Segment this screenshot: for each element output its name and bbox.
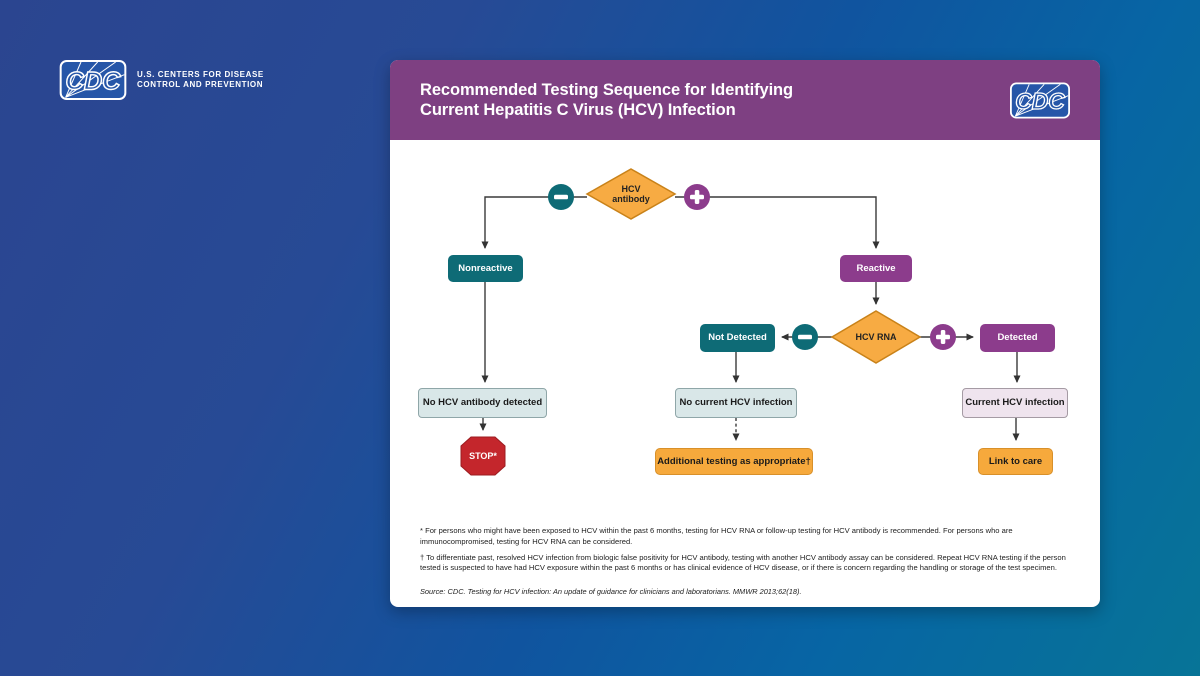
cdc-brand: CDC U.S. CENTERS FOR DISEASE CONTROL AND… bbox=[58, 60, 264, 100]
hcv-antibody-diamond bbox=[585, 168, 677, 220]
node-not-detected: Not Detected bbox=[700, 324, 775, 352]
page-title-line1: Recommended Testing Sequence for Identif… bbox=[420, 80, 794, 99]
infographic-card: Recommended Testing Sequence for Identif… bbox=[390, 60, 1100, 607]
hcv-rna-diamond bbox=[830, 310, 922, 364]
hcv-antibody-label: HCV antibody bbox=[612, 183, 650, 204]
page-title: Recommended Testing Sequence for Identif… bbox=[420, 80, 793, 120]
flowchart: HCV antibody HCV RNA bbox=[390, 60, 1100, 607]
node-additional-testing: Additional testing as appropriate† bbox=[655, 448, 813, 475]
agency-name-line2: CONTROL AND PREVENTION bbox=[137, 80, 264, 89]
source-citation: Source: CDC. Testing for HCV infection: … bbox=[420, 587, 802, 597]
positive-result-badge bbox=[930, 324, 956, 350]
stop-sign bbox=[460, 436, 506, 476]
cdc-logo-icon: CDC bbox=[1010, 82, 1070, 118]
agency-name: U.S. CENTERS FOR DISEASE CONTROL AND PRE… bbox=[137, 70, 264, 91]
cdc-logo-text: CDC bbox=[1015, 87, 1065, 113]
node-reactive: Reactive bbox=[840, 255, 912, 282]
hcv-rna-label: HCV RNA bbox=[855, 331, 897, 342]
node-no-current-hcv-infection: No current HCV infection bbox=[675, 388, 797, 418]
footnote-dagger: † To differentiate past, resolved HCV in… bbox=[420, 552, 1066, 573]
node-current-hcv-infection: Current HCV infection bbox=[962, 388, 1068, 418]
plus-icon bbox=[936, 330, 950, 344]
node-detected: Detected bbox=[980, 324, 1055, 352]
node-no-hcv-antibody-detected: No HCV antibody detected bbox=[418, 388, 547, 418]
footnote-asterisk: * For persons who might have been expose… bbox=[420, 526, 1013, 546]
minus-icon bbox=[798, 334, 812, 340]
plus-icon bbox=[690, 190, 704, 204]
negative-result-badge bbox=[792, 324, 818, 350]
agency-name-line1: U.S. CENTERS FOR DISEASE bbox=[137, 69, 264, 79]
node-link-to-care: Link to care bbox=[978, 448, 1053, 475]
negative-result-badge bbox=[548, 184, 574, 210]
stop-label: STOP* bbox=[469, 451, 497, 461]
page-title-line2: Current Hepatitis C Virus (HCV) Infectio… bbox=[420, 101, 736, 119]
node-nonreactive: Nonreactive bbox=[448, 255, 523, 282]
minus-icon bbox=[554, 194, 568, 200]
positive-result-badge bbox=[684, 184, 710, 210]
cdc-logo-text: CDC bbox=[66, 67, 122, 95]
cdc-logo-icon: CDC bbox=[59, 60, 127, 100]
footnotes: * For persons who might have been expose… bbox=[420, 526, 1082, 603]
card-header: Recommended Testing Sequence for Identif… bbox=[390, 60, 1100, 140]
flow-arrows bbox=[479, 196, 1021, 441]
cdc-logo-rays bbox=[65, 61, 125, 98]
flow-connectors bbox=[460, 168, 1021, 476]
